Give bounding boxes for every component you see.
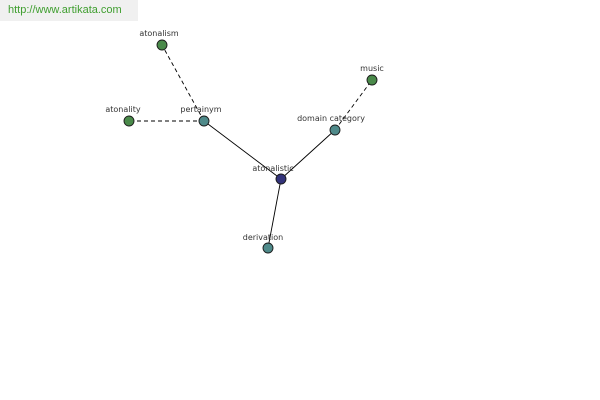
- node-atonalistic[interactable]: [275, 173, 287, 185]
- node-label-pertainym[interactable]: pertainym: [180, 105, 221, 114]
- node-label-domain-category[interactable]: domain category: [297, 114, 365, 123]
- edge-atonalistic-derivation: [267, 178, 282, 249]
- graph-labels: atonalistic pertainym domain category deriv…: [105, 29, 383, 242]
- node-label-derivation[interactable]: derivation: [243, 233, 283, 242]
- node-derivation[interactable]: [262, 242, 274, 254]
- edge-pertainym-atonalism: [161, 44, 205, 122]
- edge-domain-category-music: [334, 79, 373, 131]
- node-label-music[interactable]: music: [360, 64, 384, 73]
- edge-atonalistic-pertainym: [203, 120, 282, 180]
- site-url-banner[interactable]: http://www.artikata.com: [0, 0, 138, 21]
- node-pertainym[interactable]: [198, 115, 210, 127]
- node-domain-category[interactable]: [329, 124, 341, 136]
- node-atonalism[interactable]: [156, 39, 168, 51]
- node-music[interactable]: [366, 74, 378, 86]
- graph-edges: [129, 44, 373, 249]
- node-label-atonality[interactable]: atonality: [105, 105, 140, 114]
- node-atonality[interactable]: [123, 115, 135, 127]
- graph-nodes: [123, 39, 378, 254]
- node-label-atonalism[interactable]: atonalism: [139, 29, 179, 38]
- edge-atonalistic-domain-category: [280, 129, 336, 180]
- node-label-atonalistic[interactable]: atonalistic: [252, 164, 293, 173]
